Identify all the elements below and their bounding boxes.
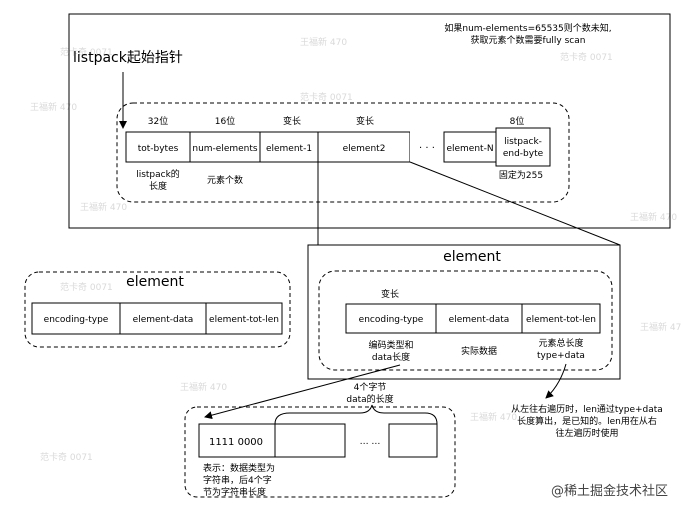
data-desc: 实际数据	[461, 345, 497, 357]
ellipsis: · · ·	[419, 143, 435, 154]
encoding-note-line3: 节为字符串长度	[203, 486, 266, 498]
cell-text-end-byte-line1: listpack-	[504, 137, 542, 147]
encoding-note-line1: 表示：数据类型为	[203, 462, 275, 474]
traverse-note-line1: 从左往右遍历时，len通过type+data	[511, 403, 663, 415]
cell-text-end-byte-line2: end-byte	[503, 149, 544, 159]
gap-cover	[410, 132, 444, 162]
full-scan-note-line1: 如果num-elements=65535则个数未知,	[444, 22, 611, 34]
totlen-note-arrow	[545, 363, 567, 399]
left-element-title: element	[126, 274, 184, 290]
watermark: 王福新 470	[470, 411, 517, 423]
cell-end-byte	[495, 127, 551, 167]
data-length-brace	[274, 404, 438, 425]
header-label-element-1: 变长	[283, 115, 301, 127]
right-cell-element-tot-len: element-tot-len	[526, 315, 596, 325]
left-cell-element-tot-len: element-tot-len	[209, 315, 279, 325]
encoding-note-line2: 字符串，后4个字	[203, 474, 272, 486]
right-element-row	[345, 303, 601, 334]
tot-bytes-desc-line1: listpack的	[136, 168, 180, 180]
traverse-note-line2: 长度算出，是已知的。len用在从右	[517, 415, 657, 427]
end-byte-desc: 固定为255	[499, 169, 543, 181]
cell-text-element-1: element-1	[266, 144, 312, 154]
watermark: 范卡奇 0071	[40, 451, 93, 463]
encoding-desc-line2: data长度	[372, 351, 410, 363]
watermark: 王福新 470	[80, 201, 127, 213]
cell-text-num-elements: num-elements	[192, 144, 258, 154]
footer-watermark: @稀土掘金技术社区	[551, 483, 668, 499]
listpack-group	[116, 102, 570, 203]
right-cell-element-data: element-data	[449, 315, 510, 325]
right-element-title: element	[443, 249, 501, 265]
cell-text-element-n: element-N	[446, 144, 493, 154]
start-pointer-label: listpack起始指针	[73, 50, 183, 66]
left-cell-encoding-type: encoding-type	[44, 315, 109, 325]
header-label-element2: 变长	[356, 115, 374, 127]
header-label-tot-bytes: 32位	[148, 115, 168, 127]
totlen-desc-line1: 元素总长度	[538, 337, 583, 349]
left-element-group	[24, 271, 291, 348]
full-scan-note-line2: 获取元素个数需要fully scan	[471, 34, 586, 46]
element2-detail-frame	[307, 244, 621, 380]
length-byte-1	[274, 423, 346, 458]
num-elements-desc: 元素个数	[207, 174, 243, 186]
tot-bytes-desc-line2: 长度	[149, 180, 167, 192]
cell-text-tot-bytes: tot-bytes	[138, 144, 179, 154]
watermark: 范卡奇 0071	[60, 281, 113, 293]
first-byte-value: 1111 0000	[209, 437, 263, 448]
totlen-desc-line2: type+data	[537, 351, 585, 361]
watermark: 王福新 470	[30, 101, 77, 113]
header-label-num-elements: 16位	[215, 115, 235, 127]
left-cell-element-data: element-data	[133, 315, 194, 325]
zoom-line-right	[409, 161, 621, 246]
brace-label-line2: data的长度	[346, 393, 393, 405]
length-byte-4	[388, 423, 438, 458]
watermark-layer: 范卡奇 0071 王福新 470 范卡奇 0071 王福新 470 范卡奇 00…	[30, 36, 682, 463]
watermark: 王福新 470	[640, 321, 682, 333]
watermark: 范卡奇 0071	[300, 91, 353, 103]
watermark: 王福新 470	[300, 36, 347, 48]
encoding-detail-group	[184, 406, 456, 498]
left-element-row	[31, 302, 283, 335]
right-cell-encoding-type: encoding-type	[359, 315, 424, 325]
watermark: 王福新 470	[630, 211, 677, 223]
listpack-frame	[68, 13, 671, 229]
watermark: 范卡奇 0071	[560, 51, 613, 63]
brace-label-line1: 4个字节	[354, 381, 387, 393]
encoding-detail-arrow	[204, 364, 401, 420]
header-label-end-byte: 8位	[510, 115, 525, 127]
watermark: 王福新 470	[180, 381, 227, 393]
watermark: 范卡奇 0071	[60, 46, 113, 58]
listpack-row	[125, 131, 527, 163]
cell-text-element2: element2	[343, 144, 386, 154]
encoding-desc-line1: 编码类型和	[368, 339, 413, 351]
variable-length-label: 变长	[381, 288, 399, 300]
bytes-ellipsis: … …	[360, 437, 381, 447]
traverse-note-line3: 往左遍历时使用	[555, 427, 618, 439]
